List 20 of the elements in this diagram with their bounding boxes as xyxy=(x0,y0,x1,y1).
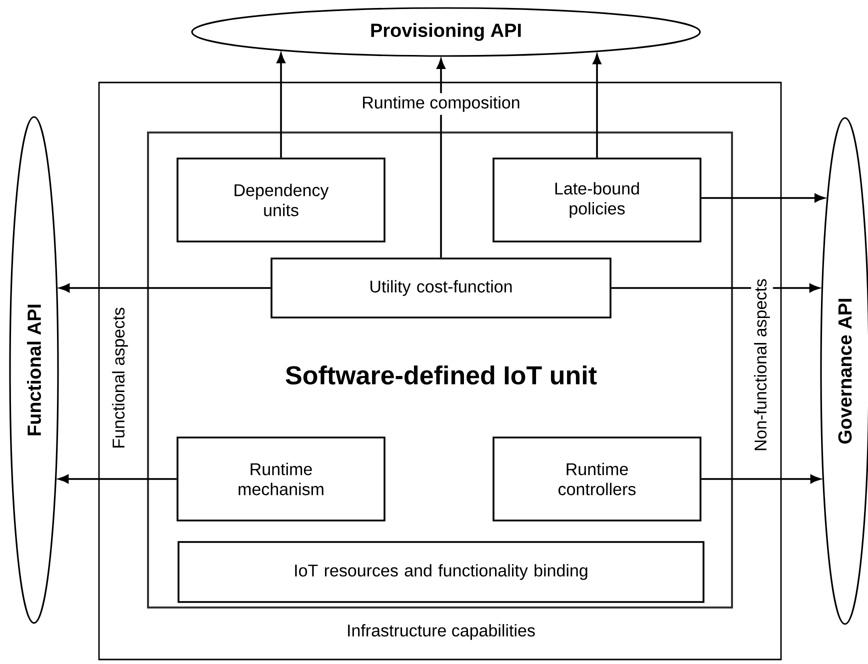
band-label: Functional aspects xyxy=(109,304,131,452)
band-label: Non-functional aspects xyxy=(751,276,773,454)
arrow xyxy=(436,58,446,258)
arrow xyxy=(58,474,177,484)
component-box: IoT resources and functionality binding xyxy=(178,541,704,603)
arrow xyxy=(276,52,286,158)
arrow xyxy=(701,474,821,484)
arrow xyxy=(701,194,825,202)
band-label: Infrastructure capabilities xyxy=(344,621,538,643)
arrow xyxy=(592,54,602,158)
frame xyxy=(98,82,782,660)
component-box: Utility cost-function xyxy=(270,258,612,318)
band-label: Runtime composition xyxy=(358,93,524,115)
component-box: Late-bound policies xyxy=(492,158,702,242)
arrow xyxy=(59,284,271,292)
component-box: Runtime mechanism xyxy=(176,436,386,522)
arrow xyxy=(611,284,820,292)
component-box: Dependency units xyxy=(176,158,386,242)
component-box: Runtime controllers xyxy=(492,436,702,522)
heading: Software-defined IoT unit xyxy=(286,365,597,385)
